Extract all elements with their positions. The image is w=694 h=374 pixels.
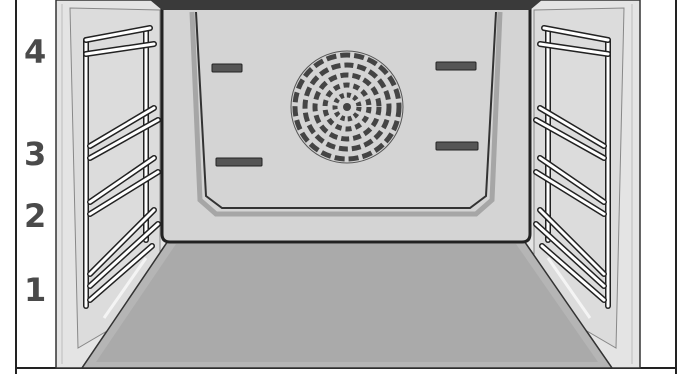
left-reflection	[102, 257, 148, 319]
ceiling-edge	[150, 0, 542, 10]
level-4-label: 4	[24, 33, 47, 71]
back-slot-top-right	[435, 61, 477, 71]
right-wall-inner	[533, 7, 625, 349]
fan-cover-icon	[290, 50, 404, 164]
back-slot-bottom-right	[435, 141, 479, 151]
oven-floor-inner	[96, 244, 598, 362]
level-2-label: 2	[24, 197, 47, 235]
level-1-label: 1	[24, 271, 47, 309]
level-3-label: 3	[24, 135, 47, 173]
right-reflection	[546, 257, 592, 319]
back-slot-bottom-left	[215, 157, 263, 167]
back-wall-frame-shadow	[189, 11, 503, 217]
right-rack	[533, 25, 611, 309]
left-rack	[83, 25, 161, 309]
back-wall-frame	[195, 11, 497, 209]
back-slot-top-left	[211, 63, 243, 73]
